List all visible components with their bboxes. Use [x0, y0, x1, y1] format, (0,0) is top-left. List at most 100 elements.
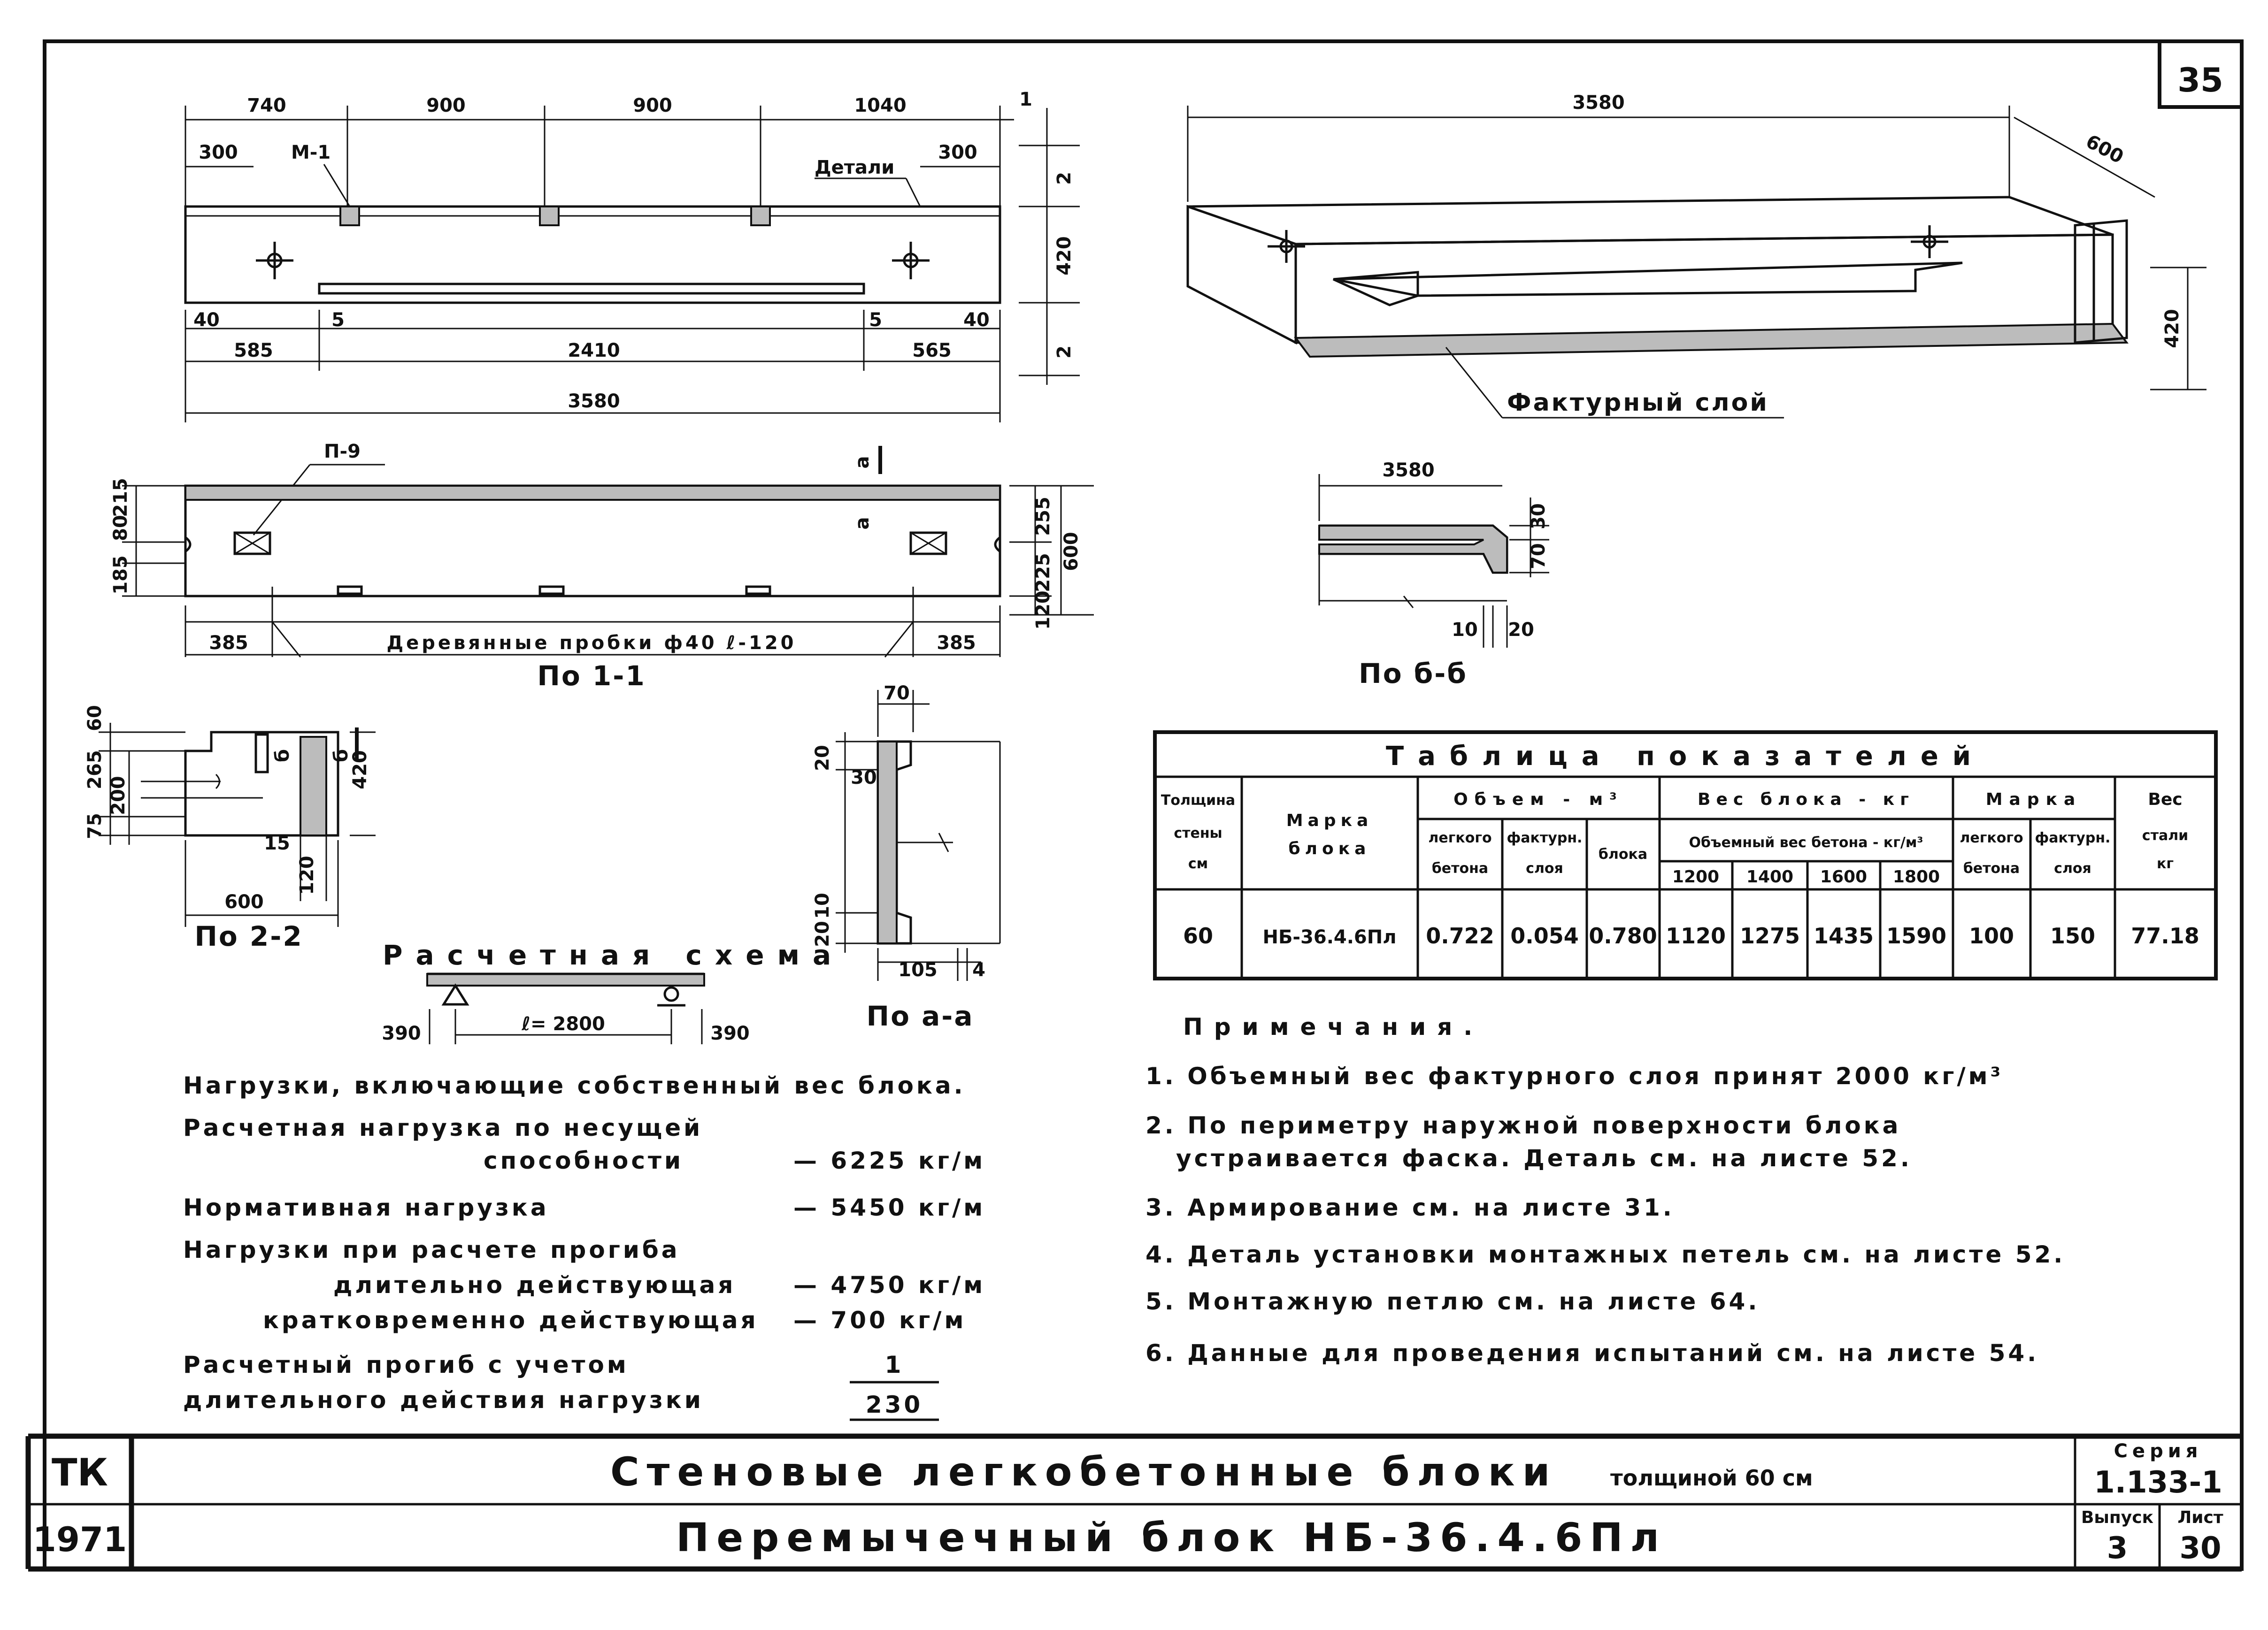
section-b-caption: По б-б	[1359, 658, 1468, 689]
td-vol-facing: 0.054	[1510, 923, 1579, 949]
front-dim-bottom-3: 565	[912, 340, 952, 361]
plan-dim-height: 600	[1061, 532, 1082, 571]
front-dim-top-3: 900	[633, 95, 672, 116]
table-title: Таблица показателей	[1386, 741, 1985, 772]
section-aa-dim-left-4: 20	[812, 921, 833, 947]
section-b-dim-bottom-1: 10	[1452, 619, 1478, 641]
td-steel: 77.18	[2131, 923, 2199, 949]
section-aa-caption: По а-а	[867, 1000, 974, 1032]
plan-dim-left-1: 185	[110, 555, 131, 595]
section-b-dim-bottom-2: 20	[1508, 619, 1534, 641]
th-vol-block: блока	[1599, 846, 1647, 863]
td-weight-1800: 1590	[1886, 923, 1946, 949]
iso-view: 3580 600 420 Фактурный слой	[1186, 92, 2206, 419]
title-suffix: толщиной 60 см	[1610, 1465, 1813, 1491]
td-mark: НБ-36.4.6Пл	[1262, 926, 1396, 948]
front-dim-top-2: 900	[426, 95, 466, 116]
title-subtitle: Перемычечный блок НБ-36.4.6Пл	[676, 1515, 1667, 1561]
section-aa-dim-bottom-1: 105	[898, 959, 938, 981]
plan-dim-left-3: 215	[110, 478, 131, 517]
front-dim-300-left: 300	[199, 142, 238, 163]
front-dim-side-2: 2	[1053, 345, 1075, 359]
sheet-number-box	[2158, 39, 2244, 109]
loads-sag-num: 1	[885, 1351, 904, 1378]
front-dim-small-4: 40	[963, 309, 990, 331]
th-vol-facing-2: слоя	[1526, 860, 1563, 877]
section-aa-dim-left-1: 20	[812, 745, 833, 771]
section-22-dim-small-1: 15	[264, 833, 290, 854]
notes-block: Примечания. 1. Объемный вес фактурного с…	[1146, 1013, 2062, 1367]
iso-dim-width: 600	[2082, 130, 2127, 168]
front-dim-small-1: 40	[193, 309, 220, 331]
section-b-dim-right-2: 70	[1528, 543, 1549, 569]
sheet-label: Лист	[2177, 1508, 2223, 1527]
th-mark-1: Марка	[1286, 811, 1373, 830]
plan-dim-right-2: 225	[1032, 553, 1054, 592]
front-dim-side-1: 2	[1053, 172, 1075, 185]
th-weight-sub: Объемный вес бетона - кг/м³	[1689, 834, 1923, 851]
section-22-mark-1: б	[272, 749, 293, 762]
th-grade-light-1: легкого	[1960, 830, 2023, 846]
section-22-dim-left-1: 75	[84, 813, 106, 839]
sheet-number: 35	[2177, 61, 2223, 99]
loads-sag-den: 230	[866, 1391, 923, 1418]
front-dim-side-3: 1	[1019, 89, 1032, 110]
section-22-dim-left-3: 265	[84, 750, 106, 789]
issue-label: Выпуск	[2081, 1508, 2153, 1527]
note-2a: 2. По периметру наружной поверхности бло…	[1146, 1112, 1901, 1139]
th-grade-facing-2: слоя	[2054, 860, 2091, 877]
section-22-caption: По 2-2	[194, 920, 303, 952]
th-mark-2: блока	[1289, 839, 1371, 858]
th-thickness-1: Толщина	[1161, 792, 1235, 809]
front-m-label: М-1	[291, 142, 331, 163]
notes-title: Примечания.	[1183, 1013, 1484, 1041]
iso-facing-label: Фактурный слой	[1507, 389, 1769, 417]
scheme-dim-right: 390	[710, 1023, 750, 1044]
section-b-dim-right-1: 30	[1528, 503, 1549, 529]
loads-norm-value: — 5450 кг/м	[793, 1194, 985, 1221]
th-thickness-3: см	[1188, 856, 1208, 872]
th-weight-1400: 1400	[1746, 867, 1793, 887]
section-aa-dim-bottom-2: 4	[972, 959, 985, 981]
td-vol-light: 0.722	[1426, 923, 1494, 949]
th-vol-facing-1: фактурн.	[1507, 830, 1583, 846]
plan-cut-mark-bottom: а	[852, 517, 873, 530]
td-grade-light: 100	[1969, 923, 2014, 949]
loads-calc-label-1: Расчетная нагрузка по несущей	[183, 1114, 703, 1141]
loads-long-value: — 4750 кг/м	[793, 1271, 985, 1299]
scheme-title: Расчетная схема	[383, 939, 844, 971]
sheet-value: 30	[2179, 1531, 2221, 1566]
th-steel-2: стали	[2142, 827, 2188, 844]
loads-short-value: — 700 кг/м	[793, 1307, 966, 1334]
front-view: 740 900 900 1040 300 300 М-1 Детали	[184, 89, 1080, 422]
note-5: 5. Монтажную петлю см. на листе 64.	[1146, 1288, 1760, 1315]
td-grade-facing: 150	[2050, 923, 2095, 949]
loads-heading: Нагрузки, включающие собственный вес бло…	[183, 1072, 966, 1099]
section-22-dim-small-2: 120	[296, 856, 318, 895]
front-dim-height: 420	[1053, 236, 1075, 275]
th-vol-light-2: бетона	[1432, 860, 1488, 877]
front-detail-label: Детали	[815, 157, 894, 178]
section-aa-dim-top: 70	[884, 682, 910, 704]
th-grade-light-2: бетона	[1963, 860, 2020, 877]
title-block: ТК 1971 Стеновые легкобетонные блоки тол…	[25, 1433, 2242, 1572]
td-weight-1600: 1435	[1814, 923, 1874, 949]
th-weight: Вес блока - кг	[1698, 790, 1914, 809]
td-vol-block: 0.780	[1589, 923, 1657, 949]
th-steel-1: Вес	[2148, 790, 2182, 809]
iso-dim-height: 420	[2161, 309, 2183, 348]
note-2b: устраивается фаска. Деталь см. на листе …	[1176, 1145, 1912, 1172]
section-aa: 70 20 30 10 20 105 4 По а-а	[812, 682, 1001, 1032]
plan-p-label: П-9	[324, 441, 361, 462]
issue-value: 3	[2107, 1531, 2128, 1566]
loads-defl-label: Нагрузки при расчете прогиба	[183, 1236, 680, 1263]
th-weight-1600: 1600	[1820, 867, 1867, 887]
front-dim-top-1: 740	[247, 95, 286, 116]
plan-cut-mark-top: а	[852, 456, 873, 469]
title-main: Стеновые легкобетонные блоки	[610, 1449, 1558, 1495]
note-3: 3. Армирование см. на листе 31.	[1146, 1194, 1675, 1221]
th-steel-3: кг	[2157, 856, 2174, 872]
section-aa-dim-left-3: 10	[812, 893, 833, 919]
front-dim-top-4: 1040	[854, 95, 906, 116]
